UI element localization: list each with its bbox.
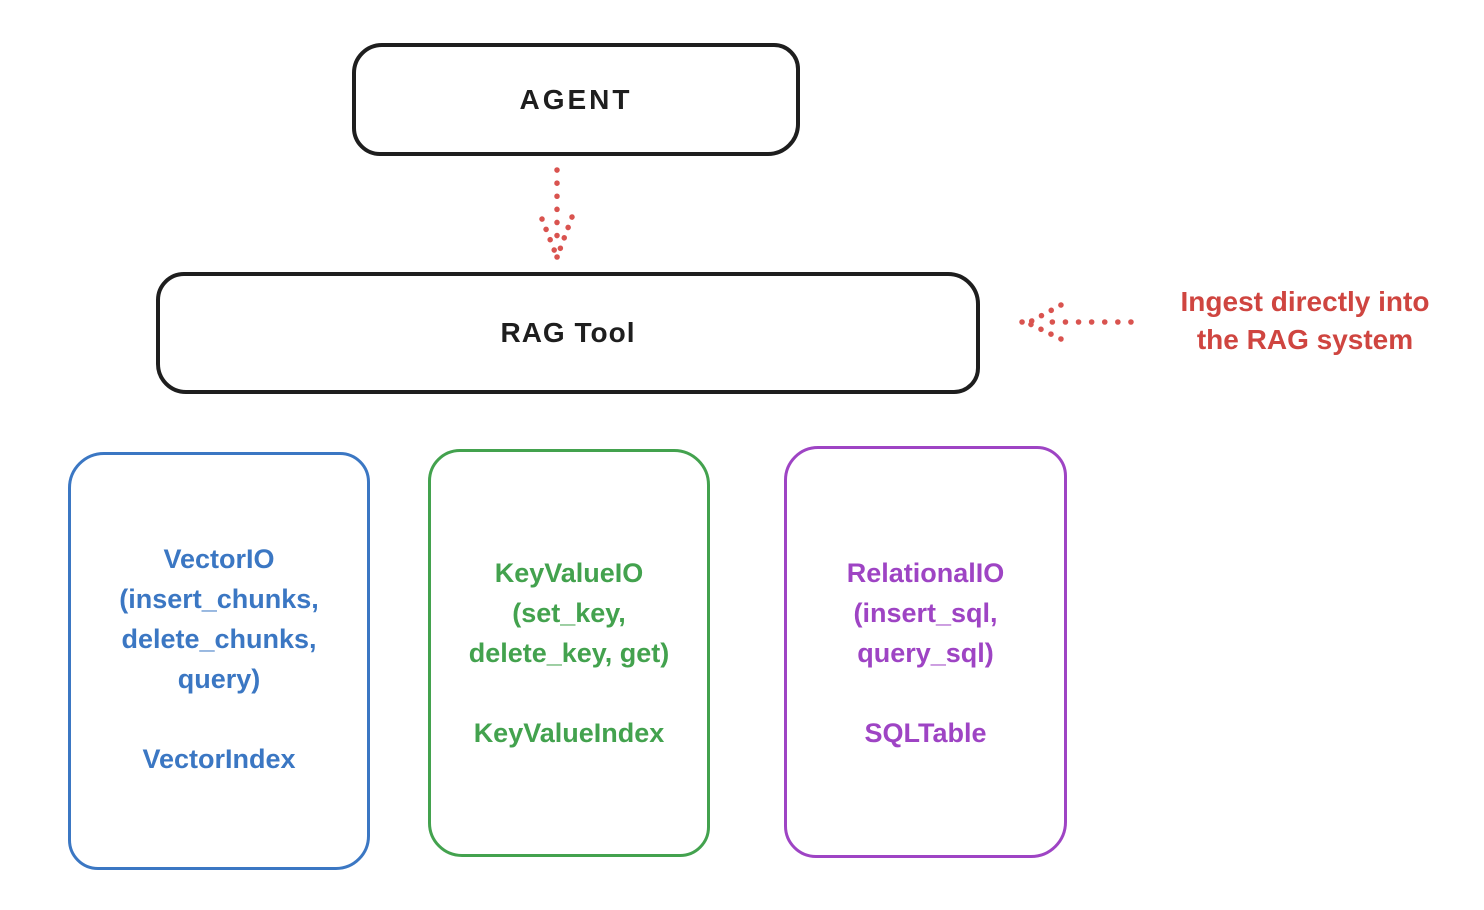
keyvalue-io-line: KeyValueIO bbox=[494, 558, 644, 588]
rag-tool-box: RAG Tool bbox=[156, 272, 980, 394]
ingest-annotation-line2: the RAG system bbox=[1196, 324, 1414, 355]
vector-io-line: (insert_chunks, bbox=[119, 584, 319, 614]
vector-io-line: query) bbox=[177, 664, 261, 694]
agent-to-rag-tool-arrow bbox=[539, 167, 575, 260]
keyvalue-io-box: KeyValueIO (set_key, delete_key, get) Ke… bbox=[428, 449, 710, 857]
ingest-annotation: Ingest directly into the RAG system bbox=[1135, 283, 1475, 359]
sql-table-label: SQLTable bbox=[864, 718, 987, 748]
vector-io-line: delete_chunks, bbox=[121, 624, 317, 654]
relational-io-line: query_sql) bbox=[857, 638, 994, 668]
vector-index-label: VectorIndex bbox=[142, 744, 296, 774]
vector-io-box: VectorIO (insert_chunks, delete_chunks, … bbox=[68, 452, 370, 870]
ingest-annotation-line1: Ingest directly into bbox=[1180, 286, 1430, 317]
vector-io-line: VectorIO bbox=[163, 544, 275, 574]
keyvalue-io-line: (set_key, bbox=[512, 598, 626, 628]
agent-box: AGENT bbox=[352, 43, 800, 156]
relational-io-line: RelationalIO bbox=[846, 558, 1005, 588]
keyvalue-io-line: delete_key, get) bbox=[468, 638, 670, 668]
annotation-to-rag-tool-arrow bbox=[1019, 302, 1134, 342]
rag-tool-box-label: RAG Tool bbox=[500, 317, 636, 348]
agent-box-label: AGENT bbox=[519, 83, 633, 115]
relational-io-line: (insert_sql, bbox=[853, 598, 998, 628]
relational-io-box: RelationalIO (insert_sql, query_sql) SQL… bbox=[784, 446, 1067, 858]
keyvalue-index-label: KeyValueIndex bbox=[473, 718, 665, 748]
